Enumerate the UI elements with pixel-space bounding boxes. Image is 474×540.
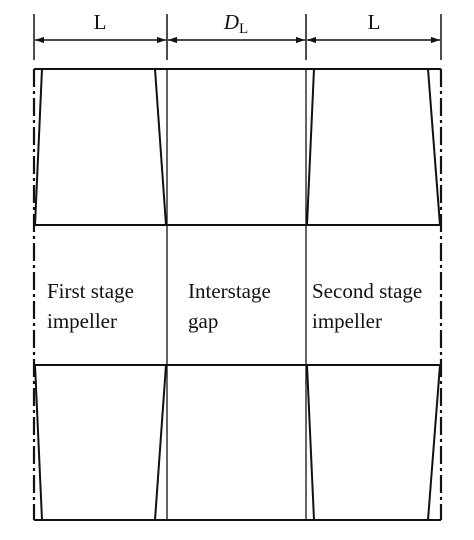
dim-label-middle-sub: L bbox=[239, 21, 248, 37]
dim-label-middle: DL bbox=[223, 10, 248, 37]
gap-label-line2: gap bbox=[188, 309, 218, 333]
first-blade-bottom-right bbox=[154, 364, 167, 521]
first-blade-top-left bbox=[34, 68, 43, 226]
second-blade-bottom-left bbox=[306, 364, 315, 521]
dim-label-right: L bbox=[368, 10, 381, 34]
second-blade-top-right bbox=[427, 68, 441, 226]
second-stage-label-line2: impeller bbox=[312, 309, 382, 333]
dash-dot-boundaries bbox=[32, 69, 443, 520]
first-blade-top-right bbox=[154, 68, 167, 226]
dim-label-middle-main: D bbox=[223, 10, 239, 34]
second-blade-bottom-right bbox=[427, 364, 441, 521]
first-stage-label-line2: impeller bbox=[47, 309, 117, 333]
blade-edges bbox=[34, 68, 441, 521]
second-stage-label-line1: Second stage bbox=[312, 279, 422, 303]
dimension-lines bbox=[33, 14, 442, 60]
first-stage-label-line1: First stage bbox=[47, 279, 134, 303]
second-blade-top-left bbox=[306, 68, 315, 226]
gap-label-line1: Interstage bbox=[188, 279, 271, 303]
dim-label-left: L bbox=[94, 10, 107, 34]
first-blade-bottom-left bbox=[34, 364, 43, 521]
horizontal-lines bbox=[34, 68, 441, 521]
section-dividers bbox=[166, 69, 307, 520]
